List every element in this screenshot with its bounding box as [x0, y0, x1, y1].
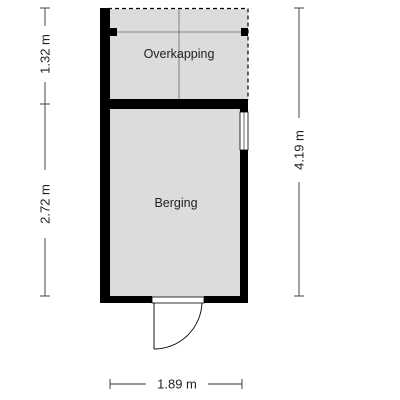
dimension-label-width: 1.89 m — [157, 377, 197, 392]
wall-bottom-right — [204, 296, 248, 303]
wall-bottom-left — [100, 296, 152, 303]
door-swing-arc — [153, 302, 203, 350]
storage-floor — [110, 108, 240, 298]
canopy-post-right — [241, 28, 248, 36]
door-frame — [151, 296, 205, 304]
room-label-canopy: Overkapping — [144, 47, 215, 61]
dimension-bottom — [109, 379, 243, 389]
dimension-left — [40, 7, 50, 297]
dimension-label-total-depth: 4.19 m — [292, 130, 307, 170]
dimension-label-canopy-depth: 1.32 m — [38, 34, 53, 74]
wall-right — [240, 99, 248, 303]
canopy-post-left — [110, 28, 117, 36]
room-label-storage: Berging — [154, 196, 197, 210]
dimension-label-storage-depth: 2.72 m — [38, 184, 53, 224]
canopy-dashed-outline — [108, 7, 249, 100]
wall-left — [100, 8, 110, 303]
wall-middle — [100, 99, 248, 109]
dimension-right — [294, 7, 304, 297]
